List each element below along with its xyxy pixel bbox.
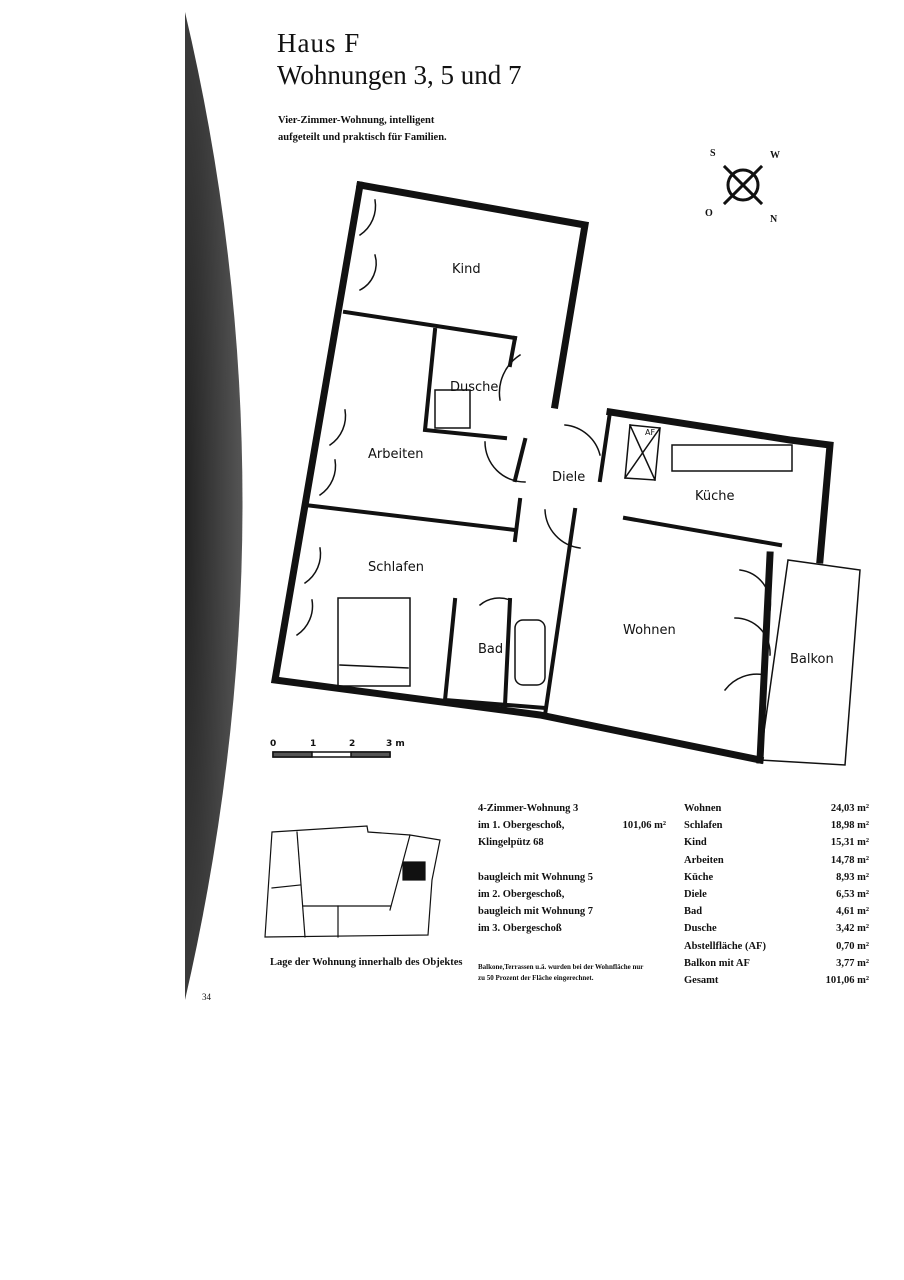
apartment-line1: 4-Zimmer-Wohnung 3 [478,803,579,814]
apartment-line4: baugleich mit Wohnung 5 [478,871,594,883]
scale-tick-3: 3 m [386,739,405,749]
subtitle: Vier-Zimmer-Wohnung, intelligent aufgete… [278,115,447,143]
inner-walls [302,309,783,718]
room-diele: Diele [552,470,586,485]
area-value: 18,98 m² [830,820,869,832]
room-af: AF [645,428,656,437]
room-kueche: Küche [695,489,735,504]
apartment-area: 101,06 m² [622,820,666,832]
area-value: 3,42 m² [836,923,869,935]
scale-tick-1: 1 [310,739,317,749]
room-dusche: Dusche [450,380,499,395]
area-room: Wohnen [684,803,722,814]
apartment-info: 4-Zimmer-Wohnung 3 im 1. Obergeschoß, 101… [478,800,668,937]
area-row: Schlafen 18,98 m² [684,817,869,834]
compass-s: S [710,148,716,159]
area-room: Bad [684,906,703,918]
area-room: Diele [684,889,707,901]
area-row: Arbeiten 14,78 m² [684,852,869,869]
room-wohnen: Wohnen [623,623,676,638]
area-row: Diele 6,53 m² [684,886,869,903]
room-arbeiten: Arbeiten [368,447,424,462]
room-kind: Kind [452,262,481,277]
area-value: 6,53 m² [836,889,869,901]
page-title-line2: Wohnungen 3, 5 und 7 [277,60,522,90]
area-room: Küche [684,871,714,883]
area-room: Balkon mit AF [684,957,750,969]
compass-icon [722,164,764,206]
area-room: Gesamt [684,975,719,987]
area-value: 14,78 m² [830,854,869,866]
area-room: Abstellfläche (AF) [684,940,766,952]
area-row: Kind 15,31 m² [684,834,869,851]
apartment-line3: Klingelpütz 68 [478,837,544,849]
area-value: 4,61 m² [836,906,869,918]
apartment-line5: im 2. Obergeschoß, [478,888,565,900]
compass-w: W [770,150,780,161]
scale-bar [272,751,391,758]
dark-arc-decoration [185,12,243,1000]
area-row: Wohnen 24,03 m² [684,800,869,817]
area-row: Dusche 3,42 m² [684,920,869,937]
balcony-note: Balkone,Terrassen u.ä. wurden bei der Wo… [478,963,644,982]
fixtures [295,199,861,766]
area-room: Kind [684,837,707,849]
area-room: Schlafen [684,820,723,832]
room-balkon: Balkon [790,652,834,667]
area-value: 8,93 m² [836,871,869,883]
page-number: 34 [202,992,211,1002]
area-value: 24,03 m² [830,803,869,814]
page-title-line1: Haus F [277,28,361,58]
area-table: Wohnen 24,03 m² Schlafen 18,98 m² Kind 15,31 … [684,800,869,989]
room-schlafen: Schlafen [368,560,425,575]
area-row: Abstellfläche (AF) 0,70 m² [684,938,869,955]
apartment-line2: im 1. Obergeschoß, [478,820,565,832]
compass-n: N [770,214,778,225]
area-value: 15,31 m² [830,837,869,849]
room-bad: Bad [478,642,504,657]
scale-tick-2: 2 [349,739,356,749]
apartment-line6: baugleich mit Wohnung 7 [478,906,594,918]
area-row: Gesamt 101,06 m² [684,972,869,989]
area-value: 3,77 m² [836,957,869,969]
key-plan-caption: Lage der Wohnung innerhalb des Objektes [270,957,463,968]
area-room: Dusche [684,923,717,935]
apartment-line7: im 3. Obergeschoß [478,923,562,935]
key-plan [264,825,441,938]
area-value: 0,70 m² [836,940,869,952]
area-row: Bad 4,61 m² [684,903,869,920]
scale-tick-0: 0 [270,739,277,749]
outer-walls [270,180,834,765]
area-row: Küche 8,93 m² [684,869,869,886]
area-row: Balkon mit AF 3,77 m² [684,955,869,972]
area-room: Arbeiten [684,854,724,866]
area-value: 101,06 m² [825,975,869,987]
compass-o: O [705,208,713,219]
